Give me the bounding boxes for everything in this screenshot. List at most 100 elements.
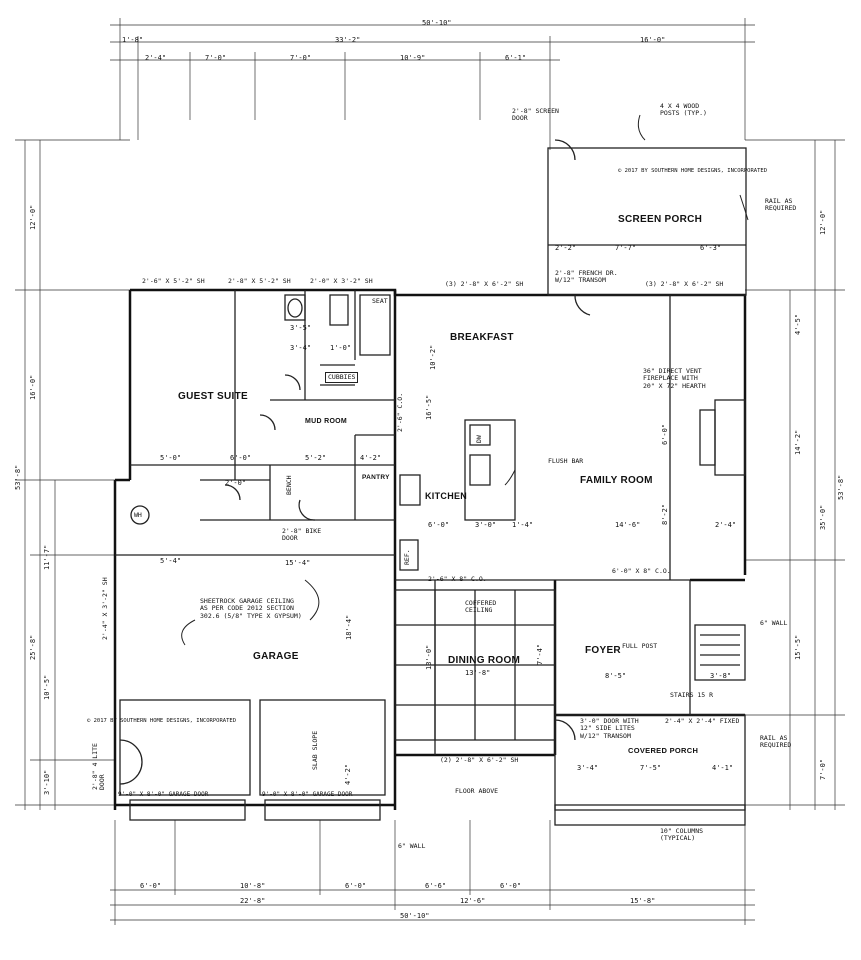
note-slab-slope: SLAB SLOPE bbox=[311, 730, 319, 770]
idim-16: 2'-2" bbox=[555, 244, 577, 252]
room-foyer: FOYER bbox=[585, 645, 621, 656]
dw-label: DW bbox=[475, 435, 483, 443]
idim-7: 4'-2" bbox=[360, 454, 382, 462]
idim-14: 2'-4" bbox=[715, 521, 737, 529]
dim-left-1: 12'-0" bbox=[29, 204, 37, 230]
dim-bottom-3: 6'-0" bbox=[345, 882, 367, 890]
note-window-dining: (2) 2'-8" X 6'-2" SH bbox=[440, 756, 519, 764]
dim-right-6: 15'-5" bbox=[794, 634, 802, 660]
idim-2: 3'-4" bbox=[290, 344, 312, 352]
room-garage: GARAGE bbox=[253, 651, 299, 662]
note-columns: 10" COLUMNS (TYPICAL) bbox=[660, 827, 704, 843]
idim-5: 6'-0" bbox=[230, 454, 252, 462]
idim-6: 5'-2" bbox=[305, 454, 327, 462]
note-window-guest-2: 2'-8" X 5'-2" SH bbox=[228, 277, 291, 285]
idim-31: 7'-4" bbox=[536, 643, 544, 665]
idim-1: 3'-5" bbox=[290, 324, 312, 332]
note-floor-above: FLOOR ABOVE bbox=[455, 787, 499, 795]
idim-11: 6'-0" bbox=[428, 521, 450, 529]
dim-top-4: 2'-4" bbox=[145, 54, 167, 62]
room-guest-suite: GUEST SUITE bbox=[178, 391, 248, 402]
bench-label: BENCH bbox=[285, 475, 293, 495]
note-six-wall-right: 6" WALL bbox=[760, 619, 788, 627]
note-garage-door-1: 9'-0" X 8'-0" GARAGE DOOR bbox=[118, 791, 209, 798]
dim-left-overall: 53'-8" bbox=[14, 464, 22, 490]
note-window-family: (3) 2'-8" X 6'-2" SH bbox=[645, 280, 724, 288]
idim-23: 7'-5" bbox=[640, 764, 662, 772]
idim-20: 8'-5" bbox=[605, 672, 627, 680]
dim-bottom-7: 12'-6" bbox=[460, 897, 486, 905]
dim-bottom-1: 6'-0" bbox=[140, 882, 162, 890]
dim-top-5: 7'-0" bbox=[205, 54, 227, 62]
dim-left-2: 16'-0" bbox=[29, 374, 37, 400]
overall-bottom-dim: 50'-10" bbox=[400, 912, 430, 920]
idim-8: 2'-0" bbox=[225, 479, 247, 487]
dim-bottom-5: 6'-0" bbox=[500, 882, 522, 890]
room-mud-room: MUD ROOM bbox=[305, 418, 348, 425]
note-bike-door: 2'-8" BIKE DOOR bbox=[282, 527, 322, 543]
room-family-room: FAMILY ROOM bbox=[580, 475, 653, 486]
note-full-post: FULL POST bbox=[622, 642, 658, 650]
dim-right-5: 14'-2" bbox=[794, 429, 802, 455]
note-flush-bar: FLUSH BAR bbox=[548, 457, 584, 465]
dim-right-3: 7'-0" bbox=[819, 758, 827, 780]
ref-label: REF. bbox=[403, 549, 411, 565]
idim-13: 14'-6" bbox=[615, 521, 641, 529]
note-wood-posts: 4 X 4 WOOD POSTS (TYP.) bbox=[660, 102, 707, 118]
dim-right-1: 12'-0" bbox=[819, 209, 827, 235]
room-breakfast: BREAKFAST bbox=[450, 332, 514, 343]
dim-bottom-8: 15'-8" bbox=[630, 897, 656, 905]
note-six-wall-bottom: 6" WALL bbox=[398, 842, 426, 850]
idim-29: 13'-0" bbox=[425, 644, 433, 670]
idim-22: 3'-4" bbox=[577, 764, 599, 772]
copyright-top: © 2017 BY SOUTHERN HOME DESIGNS, INCORPO… bbox=[618, 168, 768, 174]
note-lite-door: 2'-8" 4 LITE DOOR bbox=[91, 743, 107, 790]
note-co-family: 6'-0" X 8" C.O. bbox=[612, 567, 671, 575]
wh-label: WH bbox=[134, 511, 142, 519]
dim-top-7: 10'-9" bbox=[400, 54, 426, 62]
note-window-garage: 2'-4" X 3'-2" SH bbox=[101, 577, 109, 640]
dim-right-4: 4'-5" bbox=[794, 313, 802, 335]
idim-24: 4'-1" bbox=[712, 764, 734, 772]
idim-12: 3'-0" bbox=[475, 521, 497, 529]
note-rail-bottom: RAIL AS REQUIRED bbox=[760, 734, 792, 750]
dim-right-overall: 53'-8" bbox=[837, 474, 845, 500]
dim-left-5: 10'-5" bbox=[43, 674, 51, 700]
stairs-label: STAIRS 15 R bbox=[670, 691, 714, 699]
note-co-mud: 2'-6" C.O. bbox=[396, 392, 404, 432]
dim-left-4: 11'-7" bbox=[43, 544, 51, 570]
idim-25: 10'-2" bbox=[429, 344, 437, 370]
idim-18: 6'-3" bbox=[700, 244, 722, 252]
copyright-garage: © 2017 BY SOUTHERN HOME DESIGNS, INCORPO… bbox=[87, 718, 237, 724]
note-window-guest-1: 2'-6" X 5'-2" SH bbox=[142, 277, 205, 285]
note-window-breakfast: (3) 2'-8" X 6'-2" SH bbox=[445, 280, 524, 288]
overall-top-dim: 50'-10" bbox=[422, 19, 452, 27]
note-co-kitchen: 2'-6" X 8" C.O. bbox=[428, 575, 487, 583]
note-window-bath: 2'-0" X 3'-2" SH bbox=[310, 277, 373, 285]
idim-30: 18'-4" bbox=[345, 614, 353, 640]
dim-top-3: 16'-0" bbox=[640, 36, 666, 44]
dim-bottom-6: 22'-8" bbox=[240, 897, 266, 905]
idim-3: 1'-0" bbox=[330, 344, 352, 352]
dim-bottom-4: 6'-6" bbox=[425, 882, 447, 890]
dim-left-6: 3'-10" bbox=[43, 769, 51, 795]
cubbies-label: CUBBIES bbox=[325, 372, 359, 384]
note-front-door: 3'-0" DOOR WITH 12" SIDE LITES W/12" TRA… bbox=[580, 717, 639, 740]
idim-10: 15'-4" bbox=[285, 559, 311, 567]
dim-top-1: 1'-8" bbox=[122, 36, 144, 44]
note-screen-door: 2'-8" SCREEN DOOR bbox=[512, 107, 559, 123]
note-fireplace: 36" DIRECT VENT FIREPLACE WITH 20" X 72"… bbox=[643, 367, 706, 390]
dim-top-8: 6'-1" bbox=[505, 54, 527, 62]
room-screen-porch: SCREEN PORCH bbox=[618, 214, 703, 225]
idim-26: 8'-2" bbox=[661, 503, 669, 525]
idim-28: 4'-2" bbox=[344, 763, 352, 785]
dim-top-2: 33'-2" bbox=[335, 36, 361, 44]
dim-top-6: 7'-0" bbox=[290, 54, 312, 62]
note-garage-door-2: 9'-0" X 8'-0" GARAGE DOOR bbox=[262, 791, 353, 798]
idim-32: 16'-5" bbox=[425, 394, 433, 420]
room-dining-room: DINING ROOM bbox=[448, 655, 521, 666]
dim-left-3: 25'-8" bbox=[29, 634, 37, 660]
idim-19: 13'-8" bbox=[465, 669, 491, 677]
note-window-foyer: 2'-4" X 2'-4" FIXED bbox=[665, 717, 740, 725]
